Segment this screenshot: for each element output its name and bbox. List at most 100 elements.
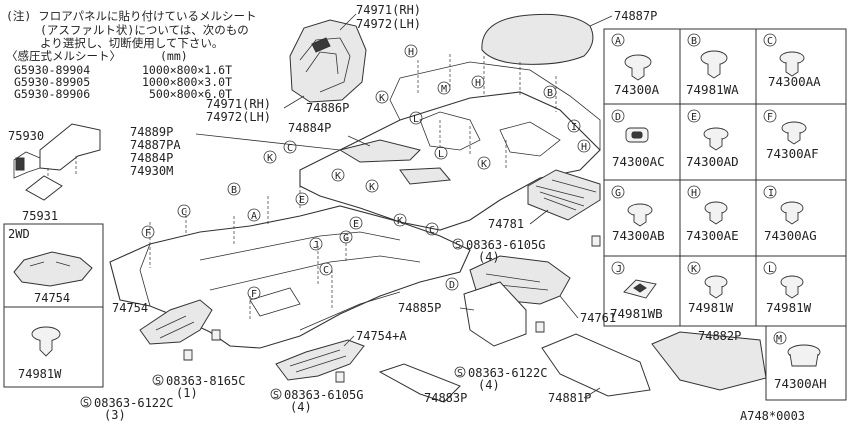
clip-a-icon (624, 54, 652, 70)
note-line-2: (アスファルト状)については、次のもの (40, 23, 249, 37)
clip-table-frame (603, 28, 847, 327)
note-spec-2-code: G5930-89905 (14, 75, 90, 89)
location-marker-letter: J (313, 240, 319, 251)
location-marker-circle (404, 44, 418, 58)
clip-c-letter: C (767, 36, 773, 47)
location-marker-circle (295, 192, 309, 206)
part-74887p-pad (481, 13, 594, 65)
location-marker-circle (375, 90, 389, 104)
location-marker-letter: C (287, 143, 293, 154)
floor-front-recess (249, 287, 301, 317)
clip-c-stem (785, 62, 799, 77)
location-marker-letter: E (353, 219, 359, 230)
screw-8165c-bolt (183, 349, 193, 361)
floor-pad-74930m (399, 167, 451, 185)
location-marker-circle (283, 140, 297, 154)
part-74885p-mat (463, 281, 527, 347)
location-marker-letter: K (369, 182, 375, 193)
clip-l-code: 74981W (766, 300, 812, 315)
part-74781-ribs (535, 179, 597, 211)
floor-rear-recess (419, 111, 481, 151)
clip-a-stem (631, 68, 645, 81)
floor-tunnel-line-1 (199, 231, 401, 261)
screw-symbol-6122c-right (454, 366, 466, 378)
label-74971-rh-top: 74971(RH) (356, 3, 421, 17)
location-marker-letter: A (251, 211, 257, 222)
location-marker-letter: F (145, 228, 151, 239)
screw-6122c-right: 08363-6122C (468, 366, 547, 380)
clip-e-letter: E (691, 112, 697, 123)
location-marker-letter: B (547, 88, 553, 99)
floor-front-guides-2 (249, 238, 347, 320)
location-marker-circle (434, 146, 448, 160)
location-marker-letter: C (323, 265, 329, 276)
floor-upper (299, 54, 601, 231)
floor-pad-74884p (338, 139, 421, 163)
label-74885p: 74885P (398, 301, 441, 315)
location-marker-letter: H (408, 47, 414, 58)
label-74972-lh-top: 74972(LH) (356, 17, 421, 31)
clip-i-stem (785, 212, 799, 225)
screw-symbol-6105g-bottom (270, 388, 282, 400)
note-heading: 〈感圧式メルシート〉 (6, 49, 121, 63)
clip-a-code: 74300A (614, 82, 660, 97)
screw-6105g-right: 08363-6105G (466, 238, 545, 252)
label-74882p: 74882P (698, 329, 741, 343)
clip-g-letter: G (615, 188, 621, 199)
location-marker-circle (437, 81, 451, 95)
clip-m-base (789, 353, 819, 367)
part-75931 (25, 175, 63, 201)
label-74761: 74761 (580, 311, 616, 325)
main-labels: 74889P 74887PA 74884P 74930M 74886P 7488… (130, 101, 371, 178)
part-74754a-ribs (289, 349, 347, 373)
screw-6105g-right-bolt (591, 235, 601, 247)
part-mats-bottom: 74883P 74881P 74882P (378, 329, 767, 405)
location-marker-circle (319, 262, 333, 276)
clip-k-code: 74981W (688, 300, 734, 315)
clip-a-letter: A (615, 36, 621, 47)
leader-74781 (529, 209, 549, 225)
location-marker-letter: G (343, 233, 349, 244)
location-marker-circle (263, 150, 277, 164)
location-marker-circle (247, 286, 261, 300)
location-marker-letter: K (379, 93, 385, 104)
location-marker-circle (365, 179, 379, 193)
part-74887p-group: 74887P (481, 9, 657, 65)
screw-6122c-left-qty: (3) (104, 408, 126, 422)
clip-b-icon (700, 50, 728, 66)
clip-h-circle (687, 185, 701, 199)
label-75931: 75931 (22, 209, 58, 223)
clip-b-code: 74981WA (686, 82, 739, 97)
clip-m-code: 74300AH (774, 376, 827, 391)
clip-a-circle (611, 33, 625, 47)
floor-front-left-edge (139, 243, 151, 307)
clip-f-stem (787, 132, 801, 145)
location-marker-letter: C (181, 207, 187, 218)
part-74883p-mat (378, 363, 461, 403)
leader-74761 (559, 295, 579, 319)
clip-d-code: 74300AC (612, 154, 665, 169)
clip-d-hole (631, 131, 643, 139)
clip-c-circle (763, 33, 777, 47)
label-74884p-left: 74884P (130, 151, 173, 165)
note-spec-2-size: 1000×800×3.0T (142, 75, 232, 89)
location-marker-letter: E (299, 195, 305, 206)
clip-l-circle (763, 261, 777, 275)
location-marker-letter: D (449, 280, 455, 291)
leader-74881p (583, 387, 601, 399)
location-marker-letter: L (438, 149, 444, 160)
screw-6122c-right-bolt (535, 321, 545, 333)
note-spec-3-size: 500×800×6.0T (149, 87, 232, 101)
part-75930-flap (13, 151, 41, 179)
location-marker-letter: L (413, 114, 419, 125)
location-marker-circle (409, 111, 423, 125)
location-marker-circle (567, 119, 581, 133)
box-2wd: 2WD 74754 (3, 223, 104, 308)
clip-g-circle (611, 185, 625, 199)
clip-m-box (765, 325, 847, 401)
clip-j-hole (633, 283, 647, 293)
location-marker-circle (543, 85, 557, 99)
part-74971-hole (311, 37, 331, 53)
screw-6122c-right-qty: (4) (478, 378, 500, 392)
clip-k-letter: K (691, 264, 697, 275)
